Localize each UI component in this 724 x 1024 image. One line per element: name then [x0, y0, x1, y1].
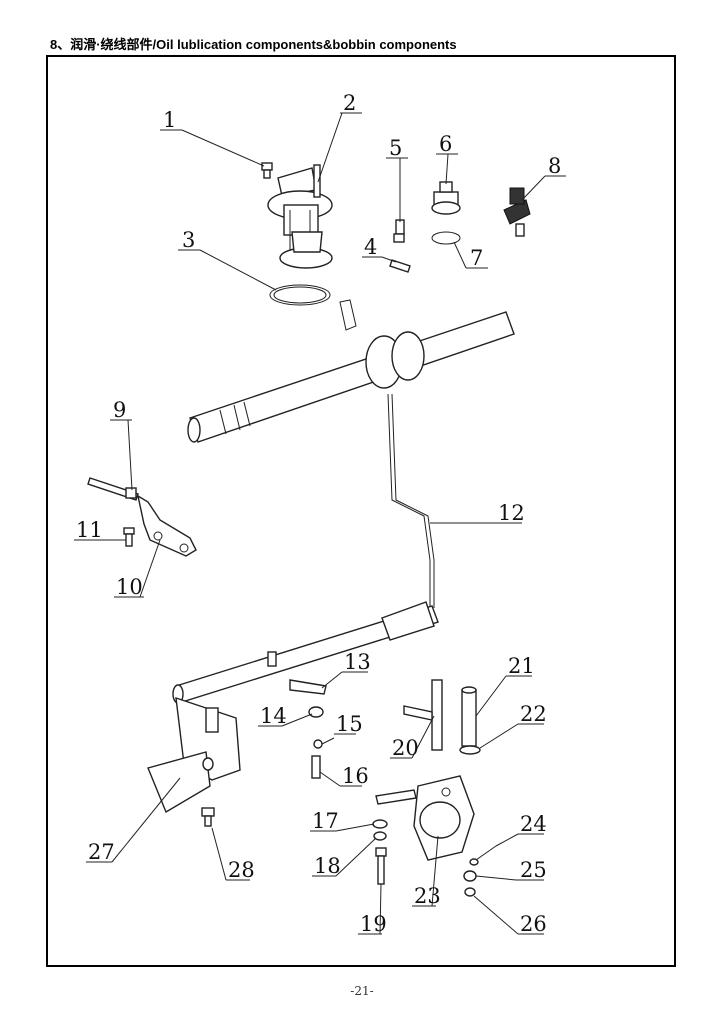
- callout-2: 2: [343, 91, 356, 115]
- page-number: -21-: [350, 984, 374, 998]
- callout-26: 26: [520, 912, 547, 936]
- callout-19: 19: [360, 912, 387, 936]
- callout-15: 15: [336, 712, 363, 736]
- part-25-spring: [463, 870, 477, 882]
- callout-18: 18: [314, 854, 341, 878]
- part-10-bracket: [136, 494, 197, 557]
- part-12-oil-tube: [387, 393, 435, 608]
- callout-21: 21: [508, 654, 535, 678]
- callout-labels: 1 2 3 4 5 6 7 8 9 10 11 12 13 14 15 16 1…: [76, 91, 561, 936]
- callout-28: 28: [228, 858, 255, 882]
- part-23-winder-body: [375, 775, 475, 861]
- part-3-o-ring: [269, 284, 331, 306]
- part-22-washer: [459, 745, 481, 755]
- part-6-cap: [431, 181, 461, 215]
- page-title: 8、润滑·绕线部件/Oil lublication components&bob…: [50, 37, 457, 52]
- part-14-nut: [308, 706, 324, 718]
- part-15-small-screw: [313, 737, 335, 749]
- part-8-knob: [503, 187, 531, 237]
- callout-12: 12: [498, 501, 525, 525]
- part-17-washer: [372, 819, 388, 829]
- part-7-ring: [431, 231, 461, 245]
- callout-4: 4: [364, 235, 377, 259]
- part-2-oil-pump: [267, 164, 333, 269]
- main-shaft: [187, 299, 515, 443]
- callout-22: 22: [520, 702, 547, 726]
- callout-6: 6: [439, 132, 452, 156]
- callout-25: 25: [520, 858, 547, 882]
- lower-shaft: [172, 601, 439, 704]
- part-27-guard-plate: [147, 696, 241, 814]
- callout-3: 3: [182, 228, 195, 252]
- callout-7: 7: [470, 246, 483, 270]
- callout-1: 1: [163, 108, 176, 132]
- callout-10: 10: [116, 575, 143, 599]
- callout-11: 11: [76, 518, 103, 542]
- part-1-screw: [261, 162, 273, 179]
- part-21-shaft: [461, 686, 477, 747]
- part-11-screw: [123, 527, 135, 547]
- callout-17: 17: [312, 809, 339, 833]
- part-5-nozzle: [393, 219, 405, 243]
- part-24-screw: [469, 845, 497, 866]
- callout-9: 9: [113, 398, 126, 422]
- callout-14: 14: [260, 704, 287, 728]
- part-16-pin: [311, 755, 321, 779]
- callout-24: 24: [520, 812, 547, 836]
- leader-lines: [74, 112, 566, 935]
- part-19-screw: [375, 847, 387, 885]
- callout-5: 5: [389, 136, 402, 160]
- callout-27: 27: [88, 840, 115, 864]
- callout-23: 23: [414, 884, 441, 908]
- callout-16: 16: [342, 764, 369, 788]
- part-28-screw: [201, 807, 215, 827]
- callout-20: 20: [392, 736, 419, 760]
- part-9-wick: [87, 477, 139, 501]
- part-18-nut: [373, 831, 387, 841]
- part-26-nut: [464, 887, 476, 897]
- part-4-pin: [389, 259, 411, 273]
- callout-8: 8: [548, 154, 561, 178]
- callout-13: 13: [344, 650, 371, 674]
- diagram-frame: [46, 55, 676, 967]
- part-13-clamp: [289, 679, 327, 695]
